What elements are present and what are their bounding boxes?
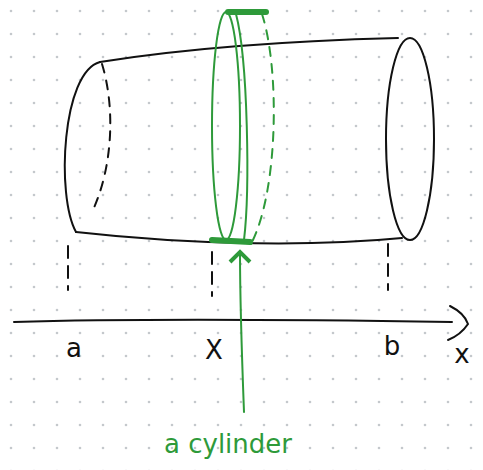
leader-arrow [240, 252, 244, 412]
left-hidden-edge [92, 64, 110, 212]
cylinder-top [228, 9, 266, 15]
axis-label: x [454, 340, 469, 369]
guide-b [387, 244, 389, 290]
cylinder-inner-edge [236, 14, 247, 240]
top-curve [100, 38, 398, 62]
cylinder-bottom [212, 240, 250, 242]
x-axis [14, 320, 452, 322]
axis-tick-label: a [66, 334, 82, 363]
right-end-ellipse [386, 38, 434, 240]
guide-x [211, 252, 213, 296]
axis-tick-label: b [384, 332, 401, 361]
axis-arrow [448, 306, 468, 340]
axis-tick-label: X [205, 336, 223, 365]
guide-a [67, 246, 69, 290]
bottom-curve [76, 232, 402, 243]
cylinder-back-edge [252, 14, 274, 242]
cylinder-face [212, 12, 240, 240]
annotation-label: a cylinder [164, 430, 292, 459]
